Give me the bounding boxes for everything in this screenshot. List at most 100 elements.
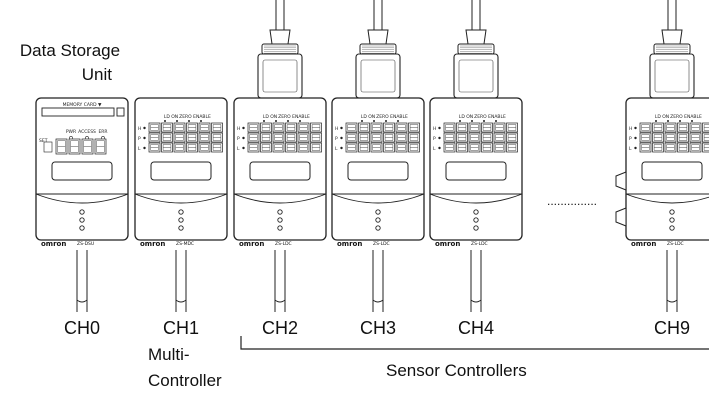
sub-display-digit (493, 142, 506, 153)
main-display-digit (639, 122, 652, 133)
row-label-l: L (629, 146, 632, 152)
eject-button[interactable] (116, 107, 125, 117)
seven-segment (274, 124, 283, 131)
row-led (438, 146, 441, 150)
main-display-digit (370, 122, 383, 133)
seven-segment (457, 144, 467, 151)
sub-display-digit (652, 142, 664, 153)
sub-display-digit (260, 142, 272, 153)
cover-curve (35, 193, 129, 204)
indicator-led (667, 120, 669, 122)
seven-segment (359, 144, 369, 151)
seven-segment (507, 144, 517, 151)
main-display-digit (493, 122, 506, 133)
data-storage-label-line1: Data Storage (20, 41, 120, 60)
connector-inner (360, 59, 396, 93)
sub-display-digit (161, 142, 173, 153)
seven-segment (311, 144, 321, 151)
main-display-digit (443, 132, 456, 143)
seven-segment (212, 144, 222, 151)
main-display-digit (481, 122, 493, 133)
sub-display-digit (639, 142, 652, 153)
seven-segment (653, 124, 663, 131)
status-indicator (375, 225, 381, 231)
indicator-led (495, 120, 497, 122)
seven-segment (347, 134, 356, 141)
main-display-digit (639, 132, 652, 143)
seven-segment (409, 124, 419, 131)
row-label-p: P (335, 136, 338, 142)
seven-segment (83, 140, 92, 153)
main-display-digit (652, 132, 664, 143)
ld-on-label: LD ON (164, 114, 178, 120)
multi-controller-label-line1: Multi- (148, 345, 190, 364)
seven-segment (249, 134, 258, 141)
main-display-digit (689, 132, 702, 143)
seven-segment (495, 124, 504, 131)
main-display-digit (664, 132, 677, 143)
main-display-digit (395, 122, 408, 133)
connector-collar (653, 43, 691, 55)
connector-body (649, 53, 695, 99)
row-label-l: L (138, 146, 141, 152)
sub-display-digit (148, 142, 161, 153)
bottom-cable (76, 250, 88, 312)
seven-segment (347, 144, 356, 151)
main-display-digit (493, 132, 506, 143)
led-label: PWR (66, 129, 76, 135)
main-display-digit (173, 132, 186, 143)
seven-segment (482, 144, 492, 151)
main-display-digit (198, 122, 211, 133)
status-indicator (375, 217, 381, 223)
model-name: ZS-LDC (373, 241, 390, 247)
sub-display-digit (358, 142, 370, 153)
seven-segment (299, 124, 308, 131)
row-label-l: L (335, 146, 338, 152)
connector-body (453, 53, 499, 99)
model-name: ZS-LDC (471, 241, 488, 247)
status-indicator (473, 209, 479, 215)
channel-label: CH1 (163, 318, 199, 338)
seven-segment (445, 144, 454, 151)
brand-logo: omron (41, 240, 66, 248)
seven-segment (397, 124, 406, 131)
main-display-digit (468, 122, 481, 133)
bottom-cable (666, 250, 678, 312)
status-indicator (375, 209, 381, 215)
seven-segment (372, 124, 381, 131)
seven-segment (200, 124, 209, 131)
main-display-digit (272, 122, 285, 133)
seven-segment (249, 124, 258, 131)
status-indicator (178, 209, 184, 215)
connector-collar (359, 43, 397, 55)
sub-display-digit (272, 142, 285, 153)
status-indicator (79, 209, 85, 215)
cable-boot (465, 29, 487, 45)
sensor-controllers-bracket (240, 336, 709, 350)
seven-segment (495, 144, 504, 151)
sensor-cable-connector (649, 0, 695, 99)
zero-enable-label: ZERO ENABLE (179, 114, 211, 120)
indicator-led (655, 120, 657, 122)
main-display-digit (297, 122, 310, 133)
seven-segment (162, 144, 172, 151)
set-switch[interactable] (43, 141, 53, 153)
seven-segment (274, 134, 283, 141)
main-display-digit (664, 122, 677, 133)
multi-controller-label-line2: Controller (148, 371, 222, 390)
memory-card-slot[interactable] (41, 107, 115, 117)
connector-body (355, 53, 401, 99)
main-display-digit (260, 132, 272, 143)
main-display-digit (345, 132, 358, 143)
connector-inner (654, 59, 690, 93)
label-window (445, 161, 507, 181)
channel-label: CH4 (458, 318, 494, 338)
row-led (143, 126, 146, 130)
row-led (340, 146, 343, 150)
seven-segment (150, 134, 159, 141)
seven-segment (249, 144, 258, 151)
main-display-digit (272, 132, 285, 143)
